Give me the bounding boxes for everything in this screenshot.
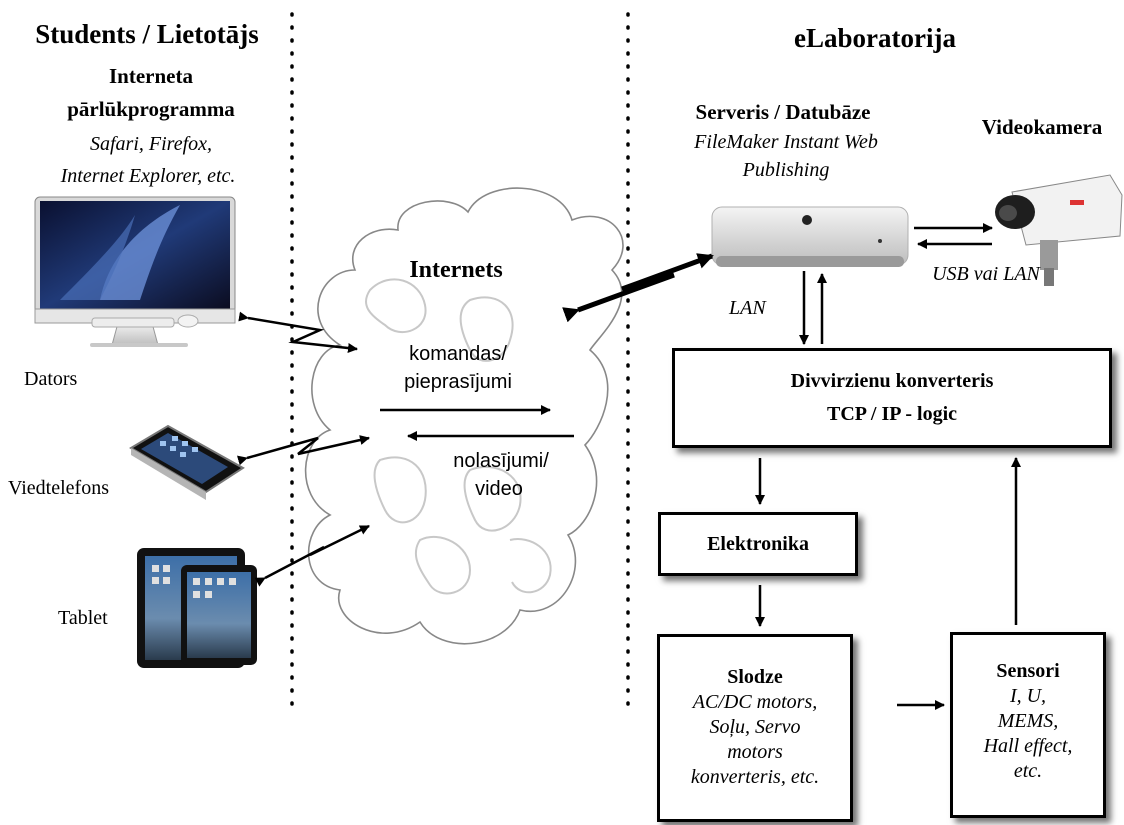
commands-label-line2: pieprasījumi [404, 371, 512, 393]
electronics-box: Elektronika [658, 512, 858, 576]
device-label-smartphone: Viedtelefons [8, 477, 109, 499]
internet-cloud-icon [304, 187, 624, 645]
device-label-desktop: Dators [24, 368, 78, 390]
readings-label-line1: nolasījumi/ [453, 450, 549, 472]
video-camera-icon [995, 174, 1123, 286]
sensors-box: Sensori I, U, MEMS, Hall effect, etc. [950, 632, 1106, 818]
smartphone-cloud-link [236, 435, 370, 466]
browsers-list-line2: Internet Explorer, etc. [60, 165, 236, 187]
sensors-title: Sensori [996, 660, 1060, 682]
sensors-line3: Hall effect, [983, 735, 1073, 757]
load-line4: konverteris, etc. [690, 766, 820, 788]
converter-box: Divvirzienu konverteris TCP / IP - logic [672, 348, 1112, 448]
commands-label-line1: komandas/ [409, 343, 507, 365]
sensors-line2: MEMS, [997, 710, 1059, 732]
internet-title: Internets [409, 257, 503, 283]
converter-line2: TCP / IP - logic [827, 403, 957, 425]
load-line1: AC/DC motors, [692, 691, 818, 713]
load-line3: motors [727, 741, 783, 763]
tablet-icon [137, 548, 257, 668]
server-icon [711, 206, 909, 267]
browser-label-line2: pārlūkprogramma [67, 97, 235, 121]
server-subtitle-line1: FileMaker Instant Web [694, 131, 878, 153]
desktop-cloud-link [238, 311, 358, 353]
server-subtitle-line2: Publishing [742, 159, 830, 181]
tablet-cloud-link [254, 524, 370, 587]
camera-link-label: USB vai LAN [932, 263, 1040, 285]
load-box: Slodze AC/DC motors, Soļu, Servo motors … [657, 634, 853, 822]
readings-label-line2: video [475, 478, 523, 500]
load-title: Slodze [727, 666, 783, 688]
elab-title: eLaboratorija [794, 23, 956, 53]
electronics-label: Elektronika [707, 532, 809, 555]
desktop-computer-icon [34, 196, 236, 347]
sensors-line4: etc. [1013, 760, 1043, 782]
server-title: Serveris / Datubāze [695, 100, 871, 124]
camera-title: Videokamera [981, 115, 1103, 139]
browser-label-line1: Interneta [109, 64, 193, 88]
sensors-line1: I, U, [1009, 685, 1047, 707]
converter-line1: Divvirzienu konverteris [790, 370, 994, 392]
load-line2: Soļu, Servo [709, 716, 801, 738]
browsers-list-line1: Safari, Firefox, [89, 133, 213, 155]
lan-label: LAN [729, 297, 766, 319]
students-title: Students / Lietotājs [35, 19, 259, 49]
cloud-server-link [562, 253, 714, 323]
smartphone-icon [129, 424, 245, 500]
device-label-tablet: Tablet [58, 607, 108, 629]
